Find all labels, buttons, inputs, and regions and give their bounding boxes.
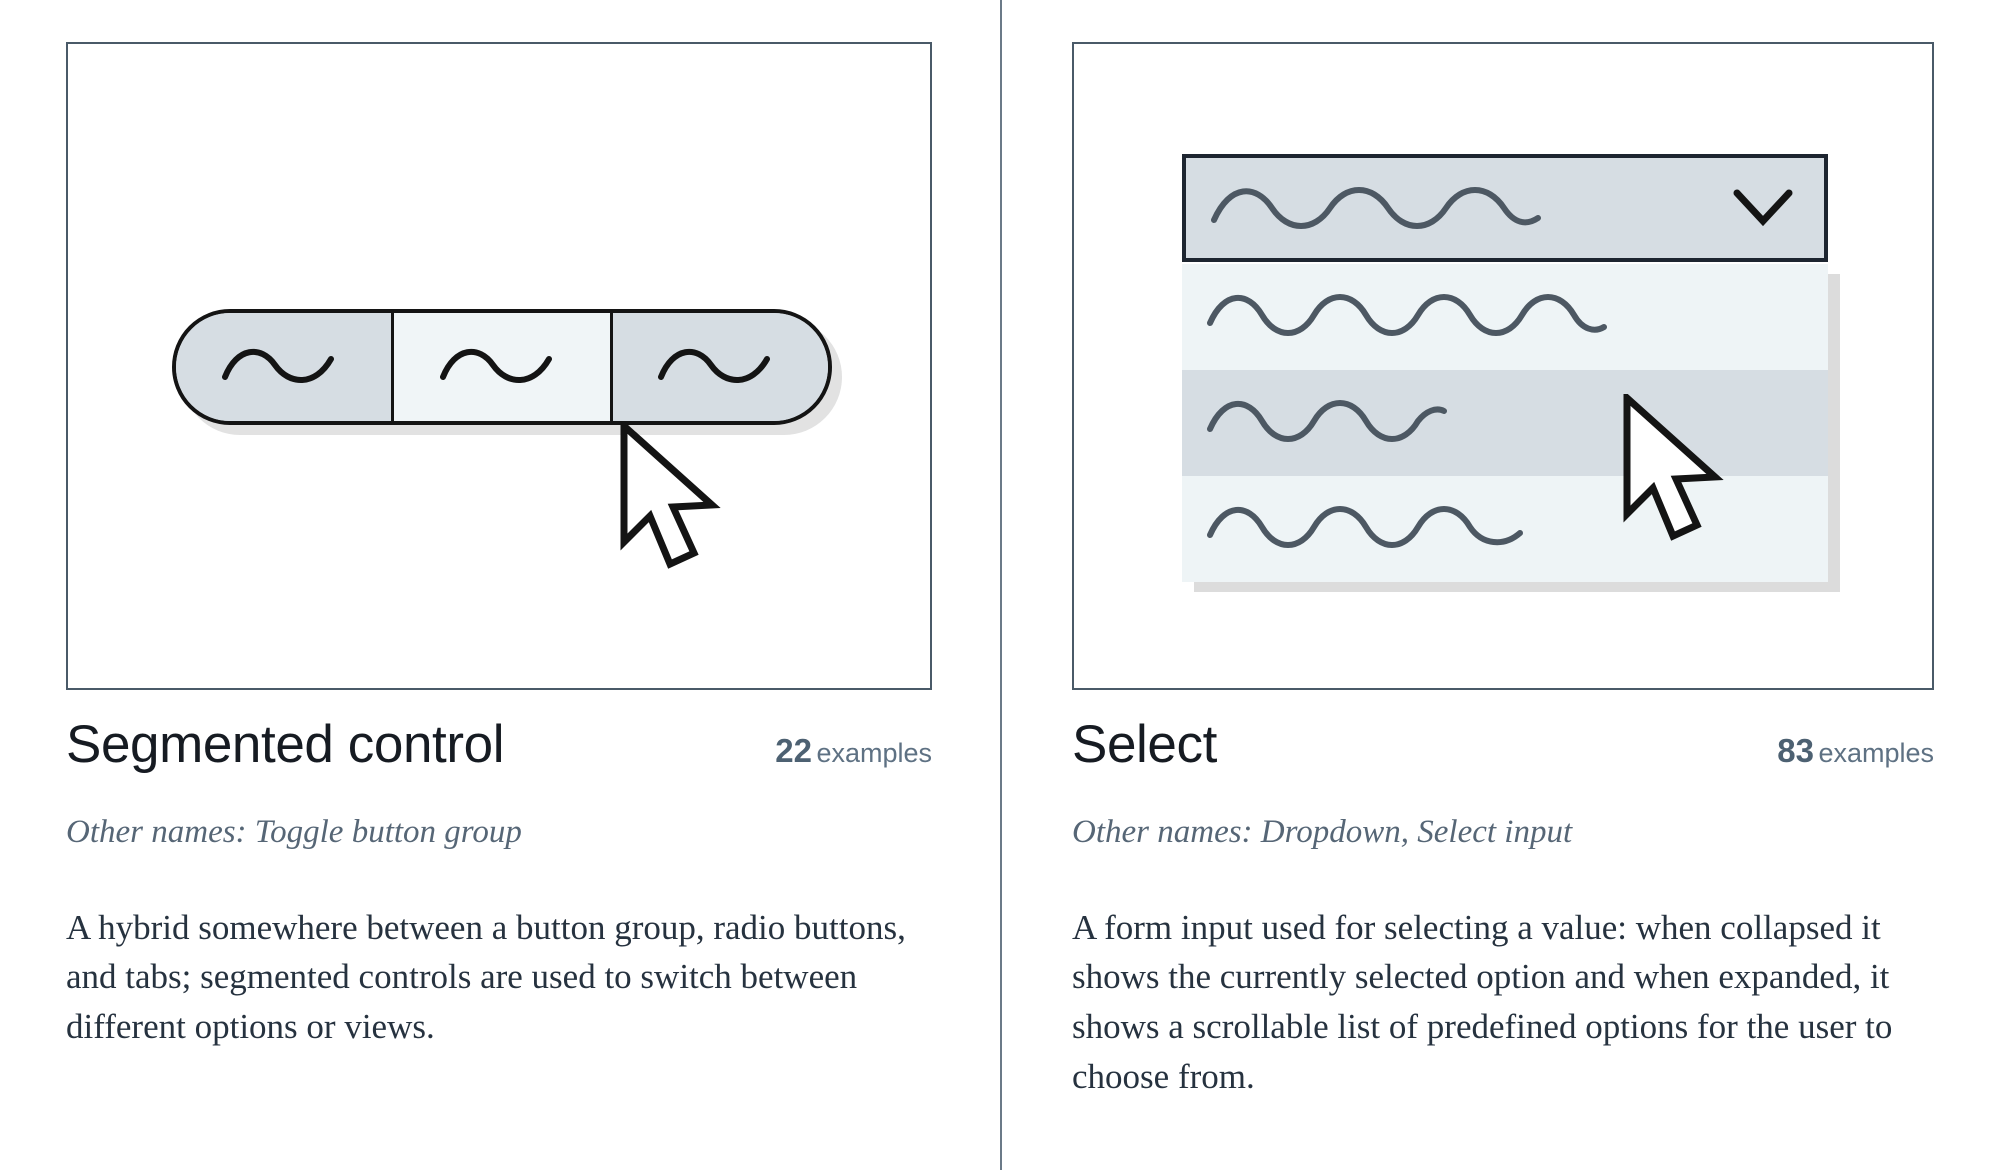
squiggle-icon [439,348,552,383]
illustration-card [1072,42,1934,690]
select-option-3[interactable] [1182,476,1828,582]
segmented-control-widget[interactable] [172,309,842,437]
component-description: A form input used for selecting a value:… [1072,907,1893,1096]
segmented-control-track [172,309,832,425]
select-closed-box[interactable] [1182,154,1828,262]
illustration-card [66,42,932,690]
other-names: Other names: Toggle button group [66,814,522,850]
examples-count: 22 [775,732,812,769]
column-divider [1000,0,1002,1170]
examples-label: examples [816,738,932,768]
examples-label: examples [1818,738,1934,768]
component-card-select[interactable]: Select 83 examples Other names: Dropdown… [1072,0,1934,1170]
examples-count-badge: 83 examples [1777,734,1934,767]
squiggle-icon [1211,187,1541,229]
component-meta: Segmented control 22 examples Other name… [66,718,932,1087]
examples-count: 83 [1777,732,1814,769]
select-widget[interactable] [1182,154,1882,594]
title-row: Segmented control 22 examples [66,718,932,771]
component-meta: Select 83 examples Other names: Dropdown… [1072,718,1934,1136]
page-title: Select [1072,715,1217,774]
squiggle-icon [658,348,771,383]
title-row: Select 83 examples [1072,718,1934,771]
select-option-2[interactable] [1182,370,1828,476]
component-card-segmented-control[interactable]: Segmented control 22 examples Other name… [66,0,932,1170]
squiggle-icon [1207,400,1447,442]
squiggle-icon [1207,294,1607,336]
select-options-menu[interactable] [1182,264,1828,582]
chevron-down-icon[interactable] [1732,187,1794,229]
page-title: Segmented control [66,715,505,774]
select-illustration [1074,44,1932,688]
squiggle-icon [221,348,334,383]
segmented-control-illustration [68,44,930,688]
segment-option-2[interactable] [391,313,610,421]
arrow-cursor [620,422,721,569]
squiggle-icon [1207,506,1523,548]
segment-option-3[interactable] [609,313,828,421]
segment-option-1[interactable] [176,313,392,421]
component-description: A hybrid somewhere between a button grou… [66,907,906,1046]
other-names: Other names: Dropdown, Select input [1072,814,1573,850]
examples-count-badge: 22 examples [775,734,932,767]
select-option-1[interactable] [1182,264,1828,370]
